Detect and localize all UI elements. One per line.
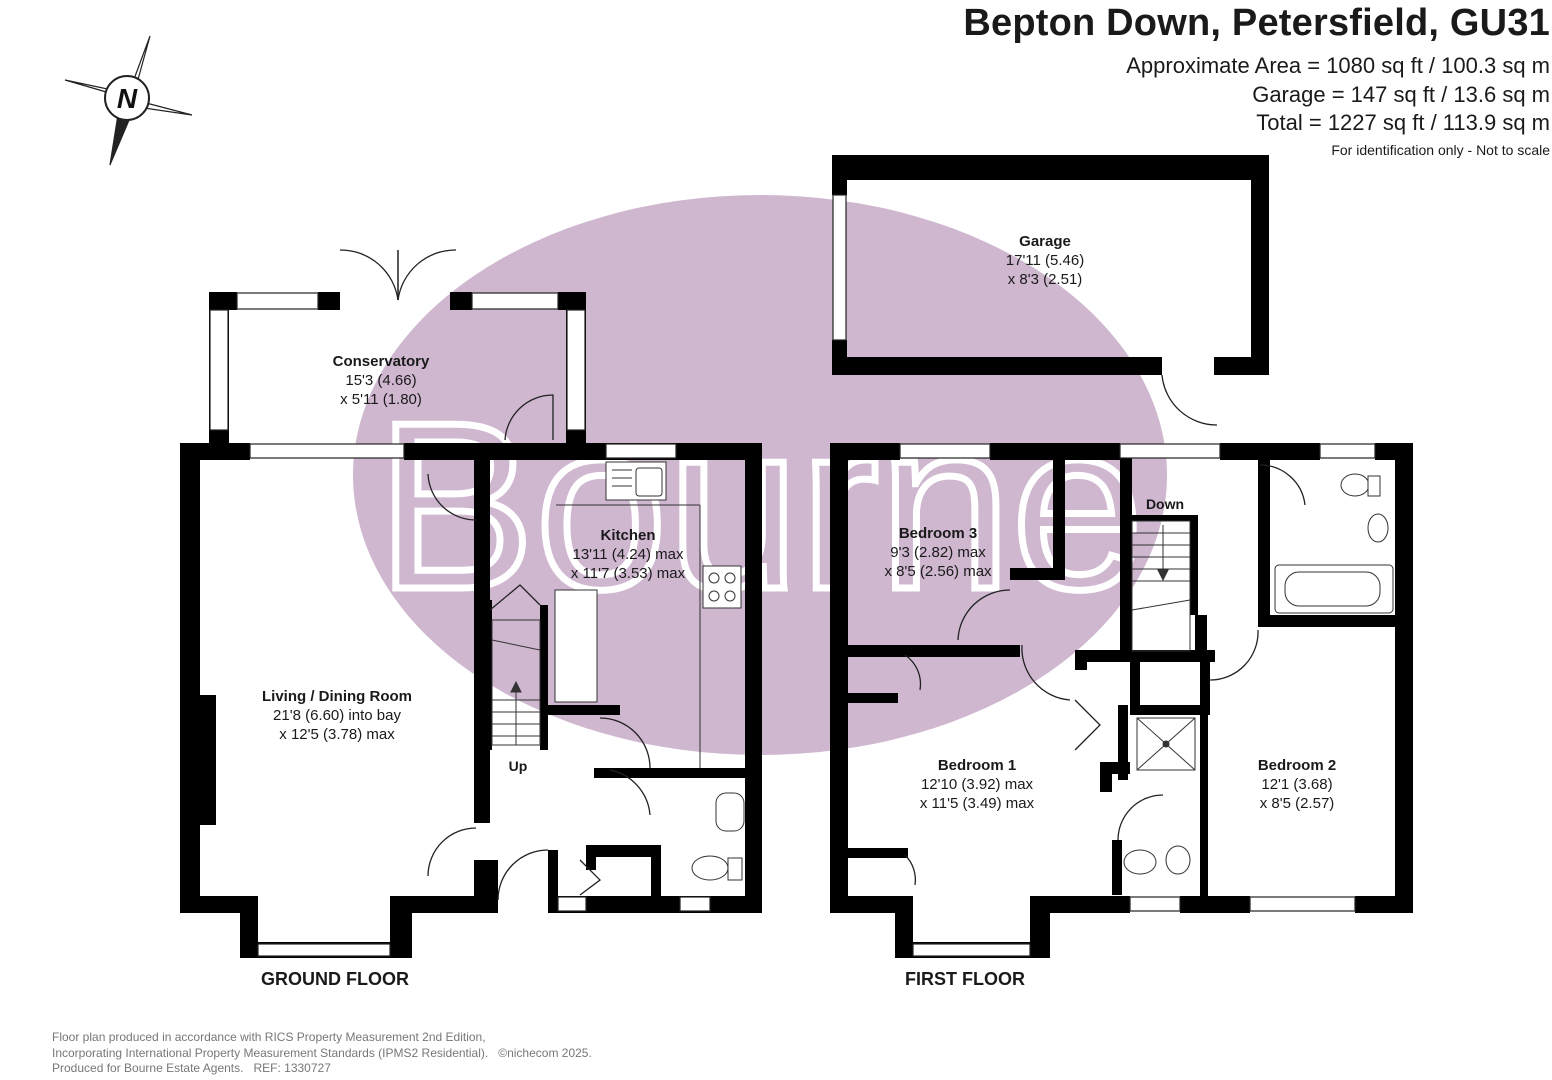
room-bedroom-2: Bedroom 2 12'1 (3.68) x 8'5 (2.57) <box>1258 756 1336 813</box>
room-dimension: x 12'5 (3.78) max <box>279 726 395 743</box>
room-dimension: 12'10 (3.92) max <box>920 776 1034 793</box>
fixtures <box>554 461 1394 881</box>
room-dimension: x 8'5 (2.56) max <box>884 563 992 580</box>
toilet-icon-bath <box>1340 473 1370 497</box>
first-floor-label: FIRST FLOOR <box>905 969 1025 989</box>
room-name: Kitchen <box>600 527 656 544</box>
door-swings <box>339 249 1306 901</box>
footer-line: Produced for Bourne Estate Agents. REF: … <box>52 1061 592 1077</box>
property-title: Bepton Down, Petersfield, GU31 <box>963 2 1550 44</box>
ground-floor-label: GROUND FLOOR <box>261 969 409 989</box>
approx-area: Approximate Area = 1080 sq ft / 100.3 sq… <box>1126 53 1550 78</box>
hob-icon <box>702 565 742 609</box>
basin-icon-bath <box>1367 513 1389 543</box>
room-dimension: 12'1 (3.68) <box>1261 776 1333 793</box>
room-kitchen: Kitchen 13'11 (4.24) max x 11'7 (3.53) m… <box>571 526 685 583</box>
toilet-icon-shower <box>1165 845 1191 875</box>
room-dimension: x 11'5 (3.49) max <box>919 795 1035 812</box>
identification-note: For identification only - Not to scale <box>1331 142 1550 158</box>
compass-letter: N <box>117 83 138 114</box>
room-bedroom-1: Bedroom 1 12'10 (3.92) max x 11'5 (3.49)… <box>920 756 1034 813</box>
footer-copyright: ©nichecom 2025. <box>498 1045 592 1060</box>
stairs <box>491 520 1191 746</box>
stairs-up-label: Up <box>508 758 528 774</box>
room-dimension: 21'8 (6.60) into bay <box>273 707 401 724</box>
footer-line: Floor plan produced in accordance with R… <box>52 1030 486 1044</box>
openings <box>209 194 1376 957</box>
room-dimension: x 8'5 (2.57) <box>1259 795 1335 812</box>
stairs-down-label: Down <box>1145 496 1185 512</box>
footer-line: Incorporating International Property Mea… <box>52 1046 592 1062</box>
room-dimension: 13'11 (4.24) max <box>572 546 684 563</box>
footer: Floor plan produced in accordance with R… <box>52 1030 592 1077</box>
room-conservatory: Conservatory 15'3 (4.66) x 5'11 (1.80) <box>333 352 430 409</box>
toilet-icon <box>691 855 729 881</box>
room-dimension: 9'3 (2.82) max <box>890 544 986 561</box>
footer-ref: REF: 1330727 <box>253 1061 331 1075</box>
room-name: Bedroom 2 <box>1257 757 1337 774</box>
room-dimension: x 8'3 (2.51) <box>1007 271 1083 288</box>
room-name: Garage <box>1019 233 1071 250</box>
room-dimension: 15'3 (4.66) <box>345 372 417 389</box>
room-bedroom-3: Bedroom 3 9'3 (2.82) max x 8'5 (2.56) ma… <box>884 524 991 581</box>
total-area: Total = 1227 sq ft / 113.9 sq m <box>1256 110 1550 135</box>
room-garage: Garage 17'11 (5.46) x 8'3 (2.51) <box>1006 232 1084 289</box>
basin-icon-shower <box>1123 849 1157 875</box>
room-dimension: 17'11 (5.46) <box>1005 252 1085 269</box>
compass-icon: N <box>64 35 193 166</box>
footer-text: Incorporating International Property Mea… <box>52 1045 489 1060</box>
room-name: Bedroom 1 <box>937 757 1017 774</box>
garage-area: Garage = 147 sq ft / 13.6 sq m <box>1252 82 1550 107</box>
room-name: Living / Dining Room <box>262 688 412 705</box>
basin-icon <box>715 792 745 832</box>
room-name: Conservatory <box>332 353 430 370</box>
room-living-dining: Living / Dining Room 21'8 (6.60) into ba… <box>262 687 412 744</box>
footer-text: Produced for Bourne Estate Agents. <box>52 1061 244 1075</box>
room-name: Bedroom 3 <box>898 525 978 542</box>
room-dimension: x 5'11 (1.80) <box>340 391 422 408</box>
room-dimension: x 11'7 (3.53) max <box>570 565 686 582</box>
